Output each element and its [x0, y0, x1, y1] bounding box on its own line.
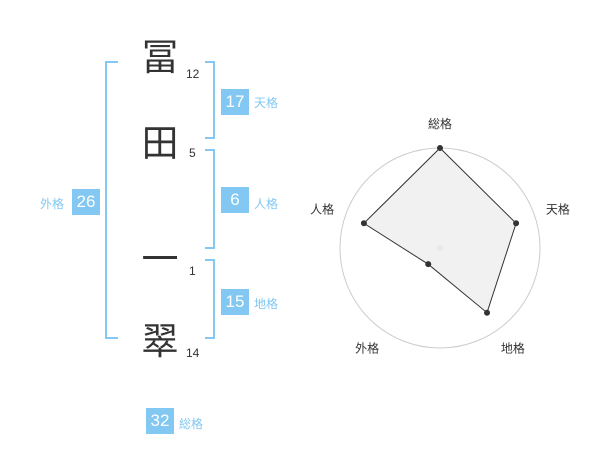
jinkaku-label: 人格 [254, 197, 279, 211]
tenkaku-label: 天格 [254, 96, 279, 110]
tenkaku-badge: 17 [221, 89, 249, 115]
soukaku-label: 総格 [179, 417, 204, 431]
soukaku-badge: 32 [146, 408, 174, 434]
jinkaku-bracket [205, 149, 215, 249]
stroke-count-3: 1 [189, 264, 196, 278]
stroke-count-2: 5 [189, 146, 196, 160]
stroke-count-1: 12 [186, 67, 200, 81]
radar-axis-label-4: 外格 [355, 340, 379, 355]
radar-axis-label-3: 地格 [501, 340, 525, 355]
name-char-1: 冨 [141, 36, 179, 79]
radar-point-2 [513, 220, 520, 227]
name-char-3: 一 [141, 238, 179, 281]
chikaku-badge: 15 [221, 289, 249, 315]
gaikaku-bracket [105, 61, 118, 339]
chikaku-bracket [205, 259, 215, 339]
radar-axis-label-1: 総格 [428, 116, 452, 131]
radar-axis-label-5: 人格 [310, 202, 334, 217]
gaikaku-badge: 26 [72, 189, 100, 215]
name-char-4: 翠 [141, 320, 179, 363]
stroke-count-4: 14 [186, 346, 200, 360]
tenkaku-bracket [205, 61, 215, 139]
radar-point-1 [437, 145, 443, 151]
gaikaku-label: 外格 [40, 197, 65, 211]
radar-point-5 [360, 220, 367, 227]
jinkaku-badge: 6 [221, 187, 249, 213]
radar-point-4 [425, 261, 432, 268]
radar-axis-label-2: 天格 [546, 202, 570, 217]
name-char-2: 田 [141, 122, 179, 165]
radar-series-area [363, 147, 517, 314]
chikaku-label: 地格 [254, 297, 279, 311]
radar-point-3 [484, 309, 491, 316]
